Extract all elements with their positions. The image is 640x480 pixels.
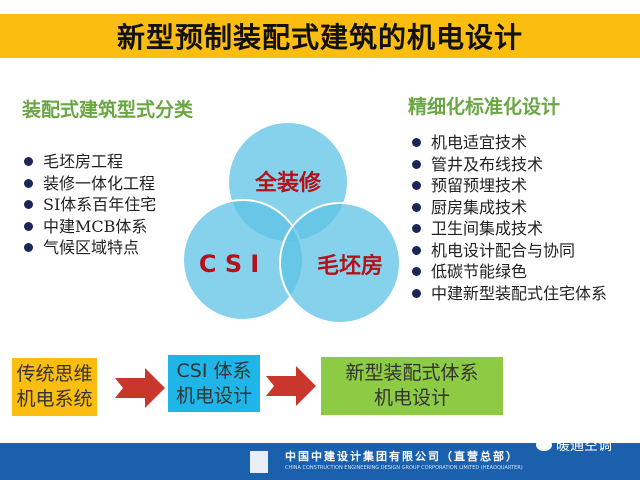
box-line: CSI 体系 xyxy=(176,359,252,382)
box-line: 新型装配式体系 xyxy=(345,362,479,384)
bullet-icon xyxy=(412,202,421,212)
box-line: 传统思维 xyxy=(16,363,93,385)
right-heading: 精细化标准化设计 xyxy=(408,96,561,118)
bullet-icon xyxy=(412,245,421,255)
bullet-icon xyxy=(412,181,421,191)
item-text: SI体系百年住宅 xyxy=(43,195,157,214)
footer-bar: 中国中建设计集团有限公司（直营总部） CHINA CONSTRUCTION EN… xyxy=(0,438,640,480)
item-text: 低碳节能绿色 xyxy=(431,262,528,281)
flow-box-traditional: 传统思维 机电系统 xyxy=(12,358,97,416)
item-text: 卫生间集成技术 xyxy=(431,219,544,238)
item-text: 管井及布线技术 xyxy=(431,154,544,174)
bullet-icon xyxy=(412,288,421,298)
list-item: 预留预埋技术 xyxy=(412,175,607,197)
list-item: SI体系百年住宅 xyxy=(24,194,156,216)
arrow-right-icon xyxy=(266,366,316,406)
wechat-icon xyxy=(536,439,552,451)
watermark-text: 暖通空调 xyxy=(556,438,612,454)
arrow-right-icon xyxy=(115,368,165,408)
box-line: 机电设计 xyxy=(373,387,450,409)
bullet-icon xyxy=(24,178,33,188)
list-item: 气候区域特点 xyxy=(24,237,156,259)
right-list: 机电适宜技术 管井及布线技术 预留预埋技术 厨房集成技术 卫生间集成技术 机电设… xyxy=(412,132,607,304)
item-text: 中建新型装配式住宅体系 xyxy=(431,283,608,303)
item-text: 装修一体化工程 xyxy=(43,173,156,193)
item-text: 厨房集成技术 xyxy=(431,197,528,217)
venn-circle-right xyxy=(279,202,401,324)
flow-box-csi: CSI 体系 机电设计 xyxy=(168,355,260,412)
company-name-en: CHINA CONSTRUCTION ENGINEERING DESIGN GR… xyxy=(285,465,523,471)
list-item: 卫生间集成技术 xyxy=(412,218,607,240)
venn-label-top: 全装修 xyxy=(254,170,322,196)
venn-diagram: 全装修 CSI 毛坯房 xyxy=(182,121,401,324)
list-item: 机电设计配合与协同 xyxy=(412,240,607,262)
list-item: 中建MCB体系 xyxy=(24,216,156,238)
item-text: 气候区域特点 xyxy=(43,238,140,257)
bullet-icon xyxy=(24,200,33,210)
left-heading: 装配式建筑型式分类 xyxy=(22,99,194,121)
flow-box-new-system: 新型装配式体系 机电设计 xyxy=(321,357,503,415)
list-item: 低碳节能绿色 xyxy=(412,261,607,283)
item-text: 机电适宜技术 xyxy=(431,133,528,152)
bullet-icon xyxy=(412,267,421,277)
bullet-icon xyxy=(412,138,421,148)
page-title: 新型预制装配式建筑的机电设计 xyxy=(0,14,640,58)
left-list: 毛坯房工程 装修一体化工程 SI体系百年住宅 中建MCB体系 气候区域特点 xyxy=(24,151,156,259)
venn-label-right: 毛坯房 xyxy=(317,253,383,279)
item-text: 中建MCB体系 xyxy=(43,216,148,236)
bullet-icon xyxy=(412,159,421,169)
venn-label-left: CSI xyxy=(199,250,267,278)
list-item: 装修一体化工程 xyxy=(24,173,156,195)
item-text: 预留预埋技术 xyxy=(431,176,528,195)
box-line: 机电系统 xyxy=(16,388,93,410)
item-text: 毛坯房工程 xyxy=(43,152,124,171)
company-logo xyxy=(250,451,268,473)
item-text: 机电设计配合与协同 xyxy=(431,240,576,260)
company-name-cn: 中国中建设计集团有限公司（直营总部） xyxy=(285,450,519,463)
watermark: 暖通空调 xyxy=(536,435,612,455)
list-item: 机电适宜技术 xyxy=(412,132,607,154)
box-line: 机电设计 xyxy=(175,384,252,407)
bullet-icon xyxy=(24,157,33,167)
list-item: 毛坯房工程 xyxy=(24,151,156,173)
list-item: 厨房集成技术 xyxy=(412,197,607,219)
list-item: 中建新型装配式住宅体系 xyxy=(412,283,607,305)
bullet-icon xyxy=(412,224,421,234)
bullet-icon xyxy=(24,243,33,253)
list-item: 管井及布线技术 xyxy=(412,154,607,176)
bullet-icon xyxy=(24,221,33,231)
